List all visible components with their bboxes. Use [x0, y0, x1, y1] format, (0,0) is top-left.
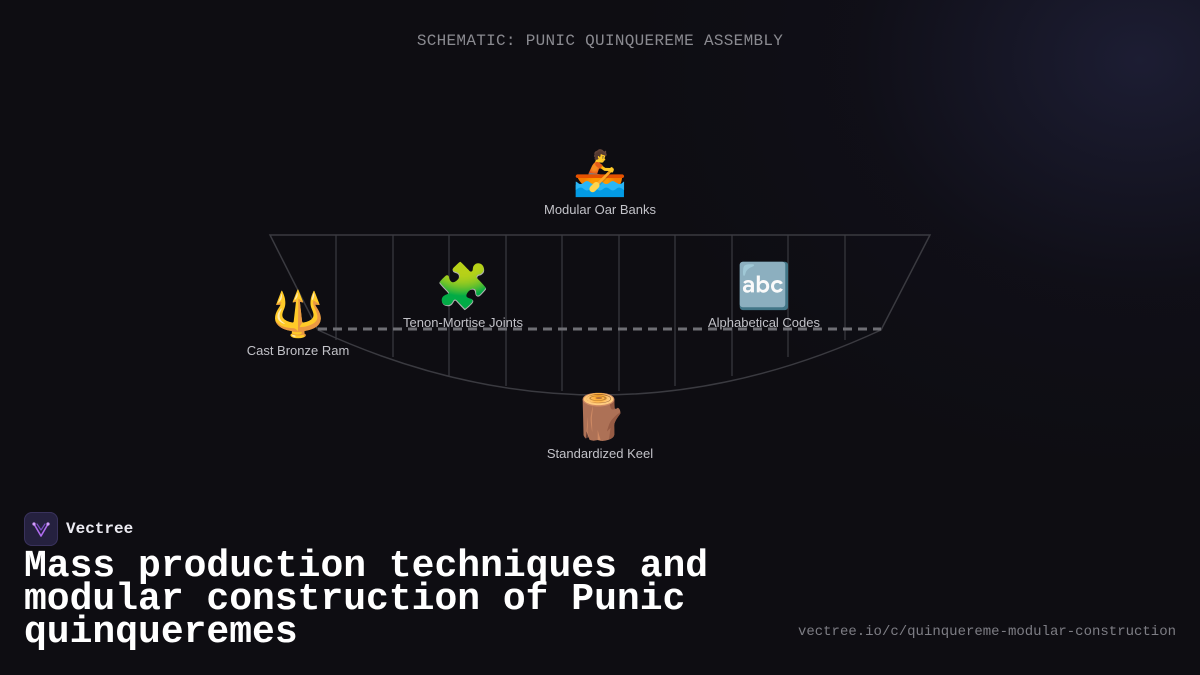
wood-log-icon: 🪵: [572, 393, 628, 442]
node-label: Modular Oar Banks: [544, 202, 656, 217]
hull-frames: [335, 235, 846, 391]
brand-name: Vectree: [66, 520, 134, 538]
rowboat-icon: 🚣: [572, 149, 628, 198]
headline: Mass production techniques and modular c…: [24, 545, 709, 654]
node-label: Standardized Keel: [546, 446, 654, 461]
node-modular-oar-banks: 🚣 Modular Oar Banks: [510, 148, 690, 217]
node-standardized-keel: 🪵 Standardized Keel: [510, 392, 690, 461]
node-cast-bronze-ram: 🔱 Cast Bronze Ram: [208, 289, 388, 358]
source-url[interactable]: vectree.io/c/quinquereme-modular-constru…: [797, 624, 1176, 640]
node-tenon-mortise-joints: 🧩 Tenon-Mortise Joints: [373, 261, 553, 330]
node-label: Cast Bronze Ram: [246, 343, 350, 358]
vectree-logo-icon: [24, 512, 58, 546]
puzzle-piece-icon: 🧩: [435, 262, 491, 311]
brand: Vectree: [24, 512, 133, 546]
abc-letters-icon: 🔤: [736, 262, 792, 311]
schematic-title: SCHEMATIC: PUNIC QUINQUEREME ASSEMBLY: [416, 32, 784, 50]
node-alphabetical-codes: 🔤 Alphabetical Codes: [674, 261, 854, 330]
node-label: Tenon-Mortise Joints: [403, 315, 523, 330]
node-label: Alphabetical Codes: [707, 315, 821, 330]
trident-icon: 🔱: [270, 290, 326, 339]
hull-outline: [268, 234, 932, 396]
